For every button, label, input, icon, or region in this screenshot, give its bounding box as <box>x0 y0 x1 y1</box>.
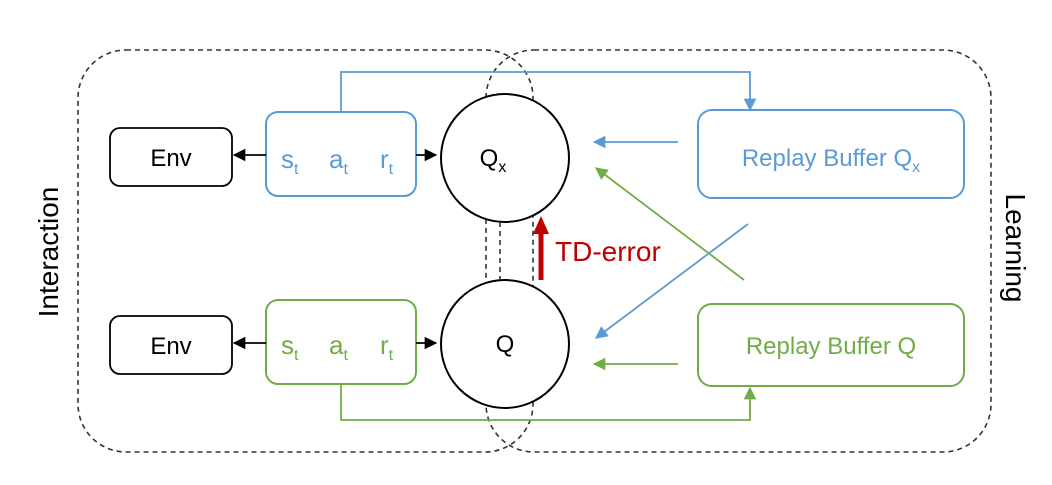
green-store-connector <box>340 384 757 421</box>
td-error-label: TD-error <box>555 236 661 267</box>
state-label-top: st <box>281 144 299 178</box>
q-x-label: Qx <box>480 145 507 176</box>
env-label-top: Env <box>150 145 191 172</box>
action-label-top: at <box>329 144 348 178</box>
action-label-bottom: at <box>329 330 348 364</box>
env-label-bottom: Env <box>150 333 191 360</box>
q-label: Q <box>496 331 515 358</box>
transition-box-bottom <box>265 299 417 385</box>
learning-label: Learning <box>1000 194 1031 303</box>
interaction-label: Interaction <box>33 187 64 318</box>
replay-buffer-q-box <box>697 303 965 387</box>
td-error-arrowhead <box>533 216 549 234</box>
replay-buffer-qx-box <box>697 109 965 199</box>
interaction-region <box>77 49 534 453</box>
arrow-buffer-q-to-qx <box>594 167 745 281</box>
blue-store-connector <box>340 71 757 112</box>
q-x-node <box>440 93 570 223</box>
state-label-bottom: st <box>281 330 299 364</box>
replay-buffer-q-label: Replay Buffer Q <box>746 333 916 360</box>
env-box-top <box>109 127 233 187</box>
replay-buffer-qx-label: Replay Buffer Qx <box>742 145 920 176</box>
arrow-buffer-qx-to-q <box>594 223 749 339</box>
reward-label-bottom: rt <box>380 330 394 364</box>
reward-label-top: rt <box>380 144 394 178</box>
q-node <box>440 279 570 409</box>
env-box-bottom <box>109 315 233 375</box>
transition-box-top <box>265 111 417 197</box>
